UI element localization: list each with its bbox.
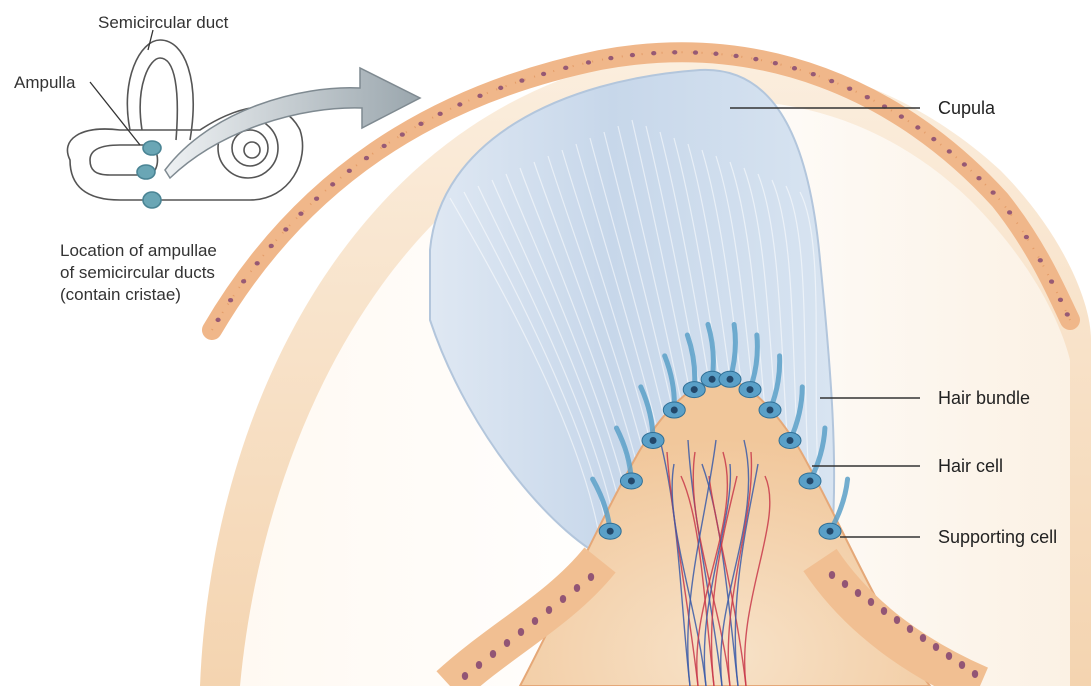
cell-nucleus bbox=[829, 571, 835, 579]
hair-cell-nucleus bbox=[628, 477, 635, 484]
cell-nucleus bbox=[1038, 258, 1043, 262]
cell-nucleus bbox=[457, 102, 462, 106]
caption-line: of semicircular ducts bbox=[60, 262, 217, 284]
cell-nucleus bbox=[693, 50, 698, 54]
cell-nucleus bbox=[811, 72, 816, 76]
cell-nucleus bbox=[541, 72, 546, 76]
inset-caption: Location of ampullae of semicircular duc… bbox=[60, 240, 217, 306]
cell-nucleus bbox=[713, 52, 718, 56]
curved-arrow-icon bbox=[165, 68, 420, 178]
cell-nucleus bbox=[504, 639, 510, 647]
cell-nucleus bbox=[931, 137, 936, 141]
cell-nucleus bbox=[574, 584, 580, 592]
cell-nucleus bbox=[920, 634, 926, 642]
hair-cell-nucleus bbox=[727, 376, 734, 383]
cell-nucleus bbox=[672, 50, 677, 54]
cell-nucleus bbox=[915, 125, 920, 129]
cell-nucleus bbox=[894, 616, 900, 624]
cell-nucleus bbox=[215, 318, 220, 322]
cell-nucleus bbox=[1065, 312, 1070, 316]
label-ampulla: Ampulla bbox=[14, 72, 75, 93]
cell-nucleus bbox=[1058, 298, 1063, 302]
cell-nucleus bbox=[477, 94, 482, 98]
cell-nucleus bbox=[241, 279, 246, 283]
cell-nucleus bbox=[868, 598, 874, 606]
cell-nucleus bbox=[773, 61, 778, 65]
cell-nucleus bbox=[847, 86, 852, 90]
cell-nucleus bbox=[608, 56, 613, 60]
hair-cell-nucleus bbox=[787, 437, 794, 444]
cell-nucleus bbox=[899, 114, 904, 118]
cell-nucleus bbox=[907, 625, 913, 633]
caption-line: Location of ampullae bbox=[60, 240, 217, 262]
hair-cell-nucleus bbox=[767, 407, 774, 414]
cell-nucleus bbox=[1049, 279, 1054, 283]
cell-nucleus bbox=[651, 51, 656, 55]
label-hair-cell: Hair cell bbox=[938, 456, 1003, 477]
cell-nucleus bbox=[855, 589, 861, 597]
cell-nucleus bbox=[1024, 235, 1029, 239]
cell-nucleus bbox=[476, 661, 482, 669]
cell-nucleus bbox=[490, 650, 496, 658]
cell-nucleus bbox=[269, 244, 274, 248]
cell-nucleus bbox=[946, 652, 952, 660]
cell-nucleus bbox=[519, 78, 524, 82]
hair-cell-nucleus bbox=[691, 386, 698, 393]
cell-nucleus bbox=[347, 169, 352, 173]
cell-nucleus bbox=[298, 211, 303, 215]
cell-nucleus bbox=[829, 79, 834, 83]
cell-nucleus bbox=[976, 176, 981, 180]
cell-nucleus bbox=[972, 670, 978, 678]
cell-nucleus bbox=[947, 149, 952, 153]
hair-cell-nucleus bbox=[607, 528, 614, 535]
caption-line: (contain cristae) bbox=[60, 284, 217, 306]
cell-nucleus bbox=[438, 112, 443, 116]
cell-nucleus bbox=[962, 162, 967, 166]
hair-cell-nucleus bbox=[650, 437, 657, 444]
cell-nucleus bbox=[842, 580, 848, 588]
cell-nucleus bbox=[518, 628, 524, 636]
cell-nucleus bbox=[330, 182, 335, 186]
cell-nucleus bbox=[959, 661, 965, 669]
cell-nucleus bbox=[532, 617, 538, 625]
cell-nucleus bbox=[228, 298, 233, 302]
cell-nucleus bbox=[865, 95, 870, 99]
hair-cell-nucleus bbox=[747, 386, 754, 393]
cell-nucleus bbox=[560, 595, 566, 603]
hair-cell-nucleus bbox=[671, 407, 678, 414]
cell-nucleus bbox=[255, 261, 260, 265]
cell-nucleus bbox=[881, 607, 887, 615]
cell-nucleus bbox=[462, 672, 468, 680]
cell-nucleus bbox=[588, 573, 594, 581]
label-hair-bundle: Hair bundle bbox=[938, 388, 1030, 409]
cell-nucleus bbox=[314, 196, 319, 200]
cell-nucleus bbox=[546, 606, 552, 614]
label-semicircular-duct: Semicircular duct bbox=[98, 12, 228, 33]
cell-nucleus bbox=[400, 132, 405, 136]
hair-cell-nucleus bbox=[827, 528, 834, 535]
cell-nucleus bbox=[283, 227, 288, 231]
cell-nucleus bbox=[991, 190, 996, 194]
cell-nucleus bbox=[792, 66, 797, 70]
cell-nucleus bbox=[753, 57, 758, 61]
hair-cell-nucleus bbox=[709, 376, 716, 383]
cell-nucleus bbox=[586, 60, 591, 64]
cell-nucleus bbox=[630, 53, 635, 57]
label-cupula: Cupula bbox=[938, 98, 995, 119]
hair-cell-nucleus bbox=[807, 477, 814, 484]
label-supporting-cell: Supporting cell bbox=[938, 527, 1057, 548]
cell-nucleus bbox=[933, 643, 939, 651]
cell-nucleus bbox=[364, 156, 369, 160]
cell-nucleus bbox=[382, 144, 387, 148]
cell-nucleus bbox=[563, 66, 568, 70]
cell-nucleus bbox=[498, 86, 503, 90]
cell-nucleus bbox=[1007, 210, 1012, 214]
cell-nucleus bbox=[733, 54, 738, 58]
cell-nucleus bbox=[418, 122, 423, 126]
